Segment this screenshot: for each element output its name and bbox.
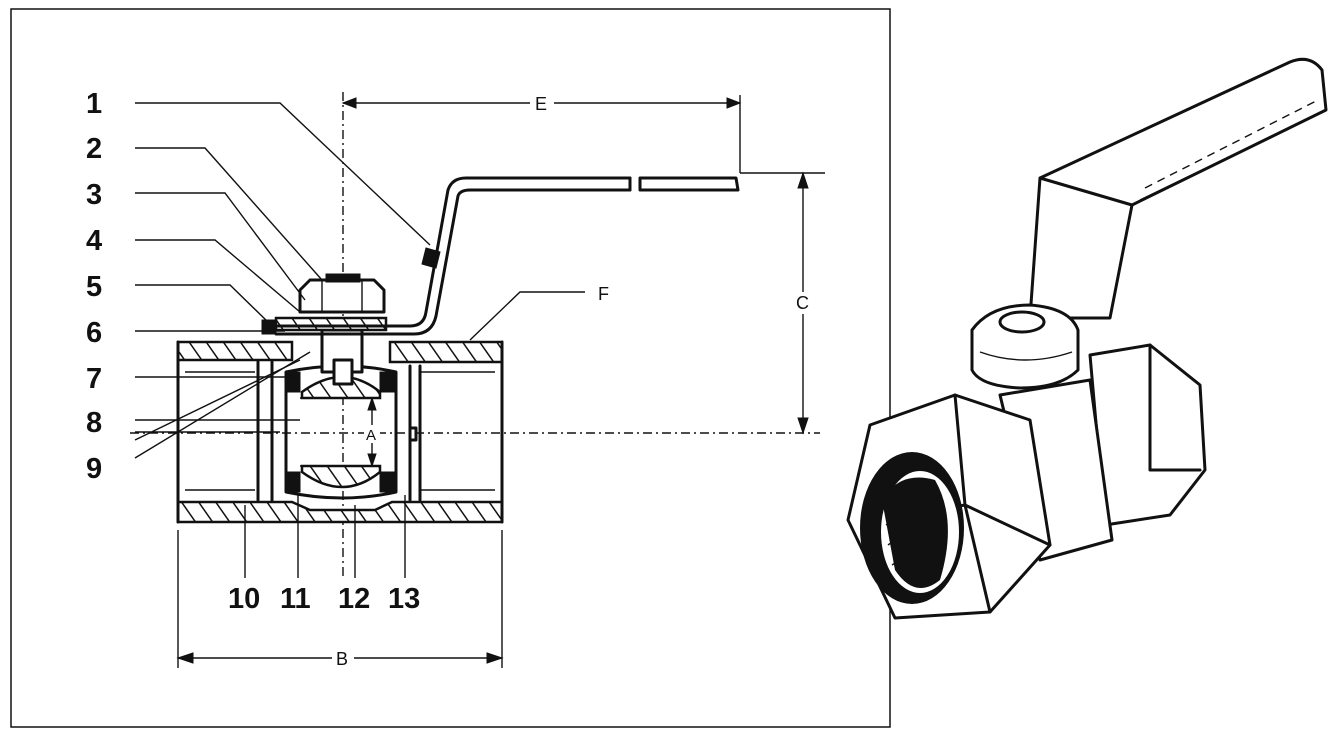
part-label-4: 4 bbox=[86, 225, 102, 257]
part-label-13: 13 bbox=[388, 583, 420, 615]
dimension-label-b: B bbox=[336, 649, 348, 669]
dimension-label-f: F bbox=[598, 284, 609, 304]
part-label-10: 10 bbox=[228, 583, 260, 615]
drawing-frame bbox=[10, 8, 891, 728]
dimension-labels: E C F B A bbox=[332, 94, 813, 669]
part-label-8: 8 bbox=[86, 407, 102, 439]
ball-valve-illustration bbox=[846, 57, 1328, 620]
part-label-6: 6 bbox=[86, 317, 102, 349]
cross-section-drawing bbox=[130, 92, 820, 580]
part-label-9: 9 bbox=[86, 453, 102, 485]
part-label-12: 12 bbox=[338, 583, 370, 615]
part-label-11: 11 bbox=[280, 583, 311, 615]
part-number-labels: 1 2 3 4 5 6 7 8 9 10 11 12 13 bbox=[86, 88, 420, 615]
part-label-7: 7 bbox=[86, 363, 102, 395]
dimension-label-c: C bbox=[796, 293, 809, 313]
dimension-label-a: A bbox=[366, 427, 376, 444]
part-label-2: 2 bbox=[86, 133, 102, 165]
dimension-label-e: E bbox=[535, 94, 547, 114]
part-label-5: 5 bbox=[86, 271, 102, 303]
leader-lines bbox=[134, 102, 585, 578]
part-label-1: 1 bbox=[86, 88, 102, 120]
part-label-3: 3 bbox=[86, 179, 102, 211]
